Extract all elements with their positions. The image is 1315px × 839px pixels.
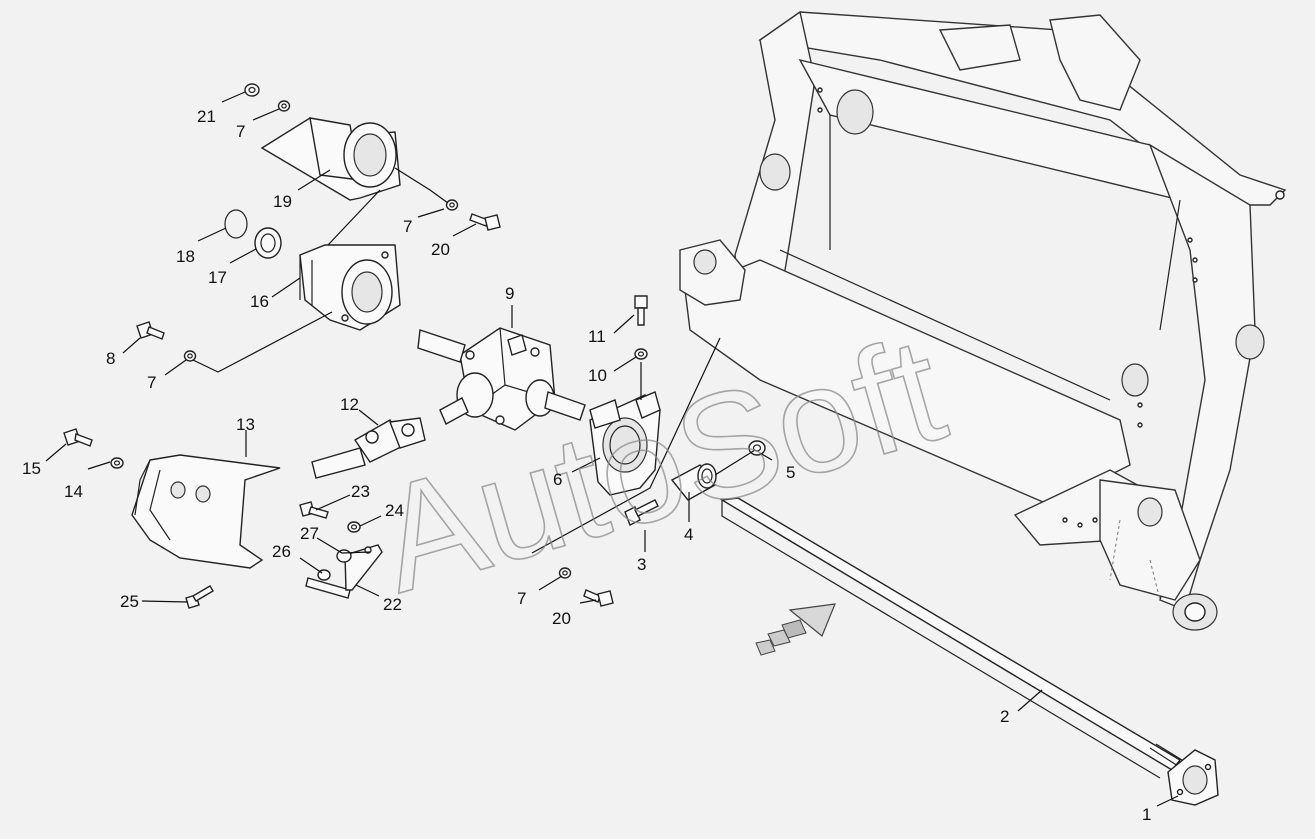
housing-cover bbox=[260, 117, 401, 201]
callout-13: 13 bbox=[236, 415, 255, 434]
coupling-sleeve bbox=[670, 463, 717, 501]
bolt-23 bbox=[299, 501, 329, 519]
callout-19: 19 bbox=[273, 192, 292, 211]
callout-22: 22 bbox=[383, 595, 402, 614]
bearing-housing bbox=[299, 244, 401, 331]
washer-10 bbox=[634, 348, 648, 360]
callout-12: 12 bbox=[340, 395, 359, 414]
callout-labels: 1 2 3 4 5 6 7 7 7 7 8 9 10 11 12 13 14 1… bbox=[22, 107, 1151, 824]
callout-7-d: 7 bbox=[517, 589, 526, 608]
callout-17: 17 bbox=[208, 268, 227, 287]
angle-gearbox bbox=[417, 327, 586, 431]
callout-15: 15 bbox=[22, 459, 41, 478]
circlip-18 bbox=[224, 209, 248, 239]
bolt-3 bbox=[624, 499, 659, 526]
callout-20-a: 20 bbox=[431, 240, 450, 259]
shield-guard bbox=[131, 454, 281, 569]
washer-14 bbox=[110, 457, 124, 469]
callout-6: 6 bbox=[553, 470, 562, 489]
callout-2: 2 bbox=[1000, 707, 1009, 726]
mounting-bracket bbox=[305, 544, 383, 599]
callout-11: 11 bbox=[588, 327, 606, 346]
callout-4: 4 bbox=[684, 525, 693, 544]
bolt-20-b bbox=[583, 589, 614, 607]
callout-21: 21 bbox=[197, 107, 216, 126]
callout-25: 25 bbox=[120, 592, 139, 611]
callout-7-a: 7 bbox=[236, 122, 245, 141]
callout-24: 24 bbox=[385, 501, 404, 520]
callout-1: 1 bbox=[1142, 805, 1151, 824]
bearing-17 bbox=[254, 227, 282, 259]
nut-21 bbox=[244, 83, 260, 97]
callout-9: 9 bbox=[505, 284, 514, 303]
washer-7-b bbox=[445, 199, 459, 211]
bolt-8 bbox=[136, 321, 165, 340]
callout-26: 26 bbox=[272, 542, 291, 561]
callout-7-c: 7 bbox=[147, 373, 156, 392]
washer-7-d bbox=[558, 567, 572, 579]
callout-27: 27 bbox=[300, 524, 319, 543]
bolt-11 bbox=[634, 295, 648, 326]
callout-7-b: 7 bbox=[403, 217, 412, 236]
callout-10: 10 bbox=[588, 366, 607, 385]
leader-lines bbox=[45, 91, 1179, 807]
bolt-25 bbox=[185, 585, 214, 609]
callout-16: 16 bbox=[250, 292, 269, 311]
callout-20-b: 20 bbox=[552, 609, 571, 628]
callout-8: 8 bbox=[106, 349, 115, 368]
washer-24 bbox=[347, 521, 361, 533]
washer-7-a bbox=[277, 100, 291, 112]
callout-5: 5 bbox=[786, 463, 795, 482]
gearbox-bracket bbox=[589, 391, 661, 496]
washer-7-c bbox=[183, 350, 197, 362]
callout-3: 3 bbox=[637, 555, 646, 574]
bolt-20-a bbox=[469, 213, 501, 231]
flange-plate bbox=[1167, 749, 1219, 806]
chassis-frame bbox=[679, 10, 1287, 631]
direction-arrow-icon bbox=[755, 603, 836, 656]
callout-23: 23 bbox=[351, 482, 370, 501]
drive-shaft bbox=[719, 497, 1183, 779]
callout-18: 18 bbox=[176, 247, 195, 266]
bolt-15 bbox=[63, 428, 93, 447]
callout-14: 14 bbox=[64, 482, 83, 501]
universal-joint bbox=[311, 417, 426, 479]
